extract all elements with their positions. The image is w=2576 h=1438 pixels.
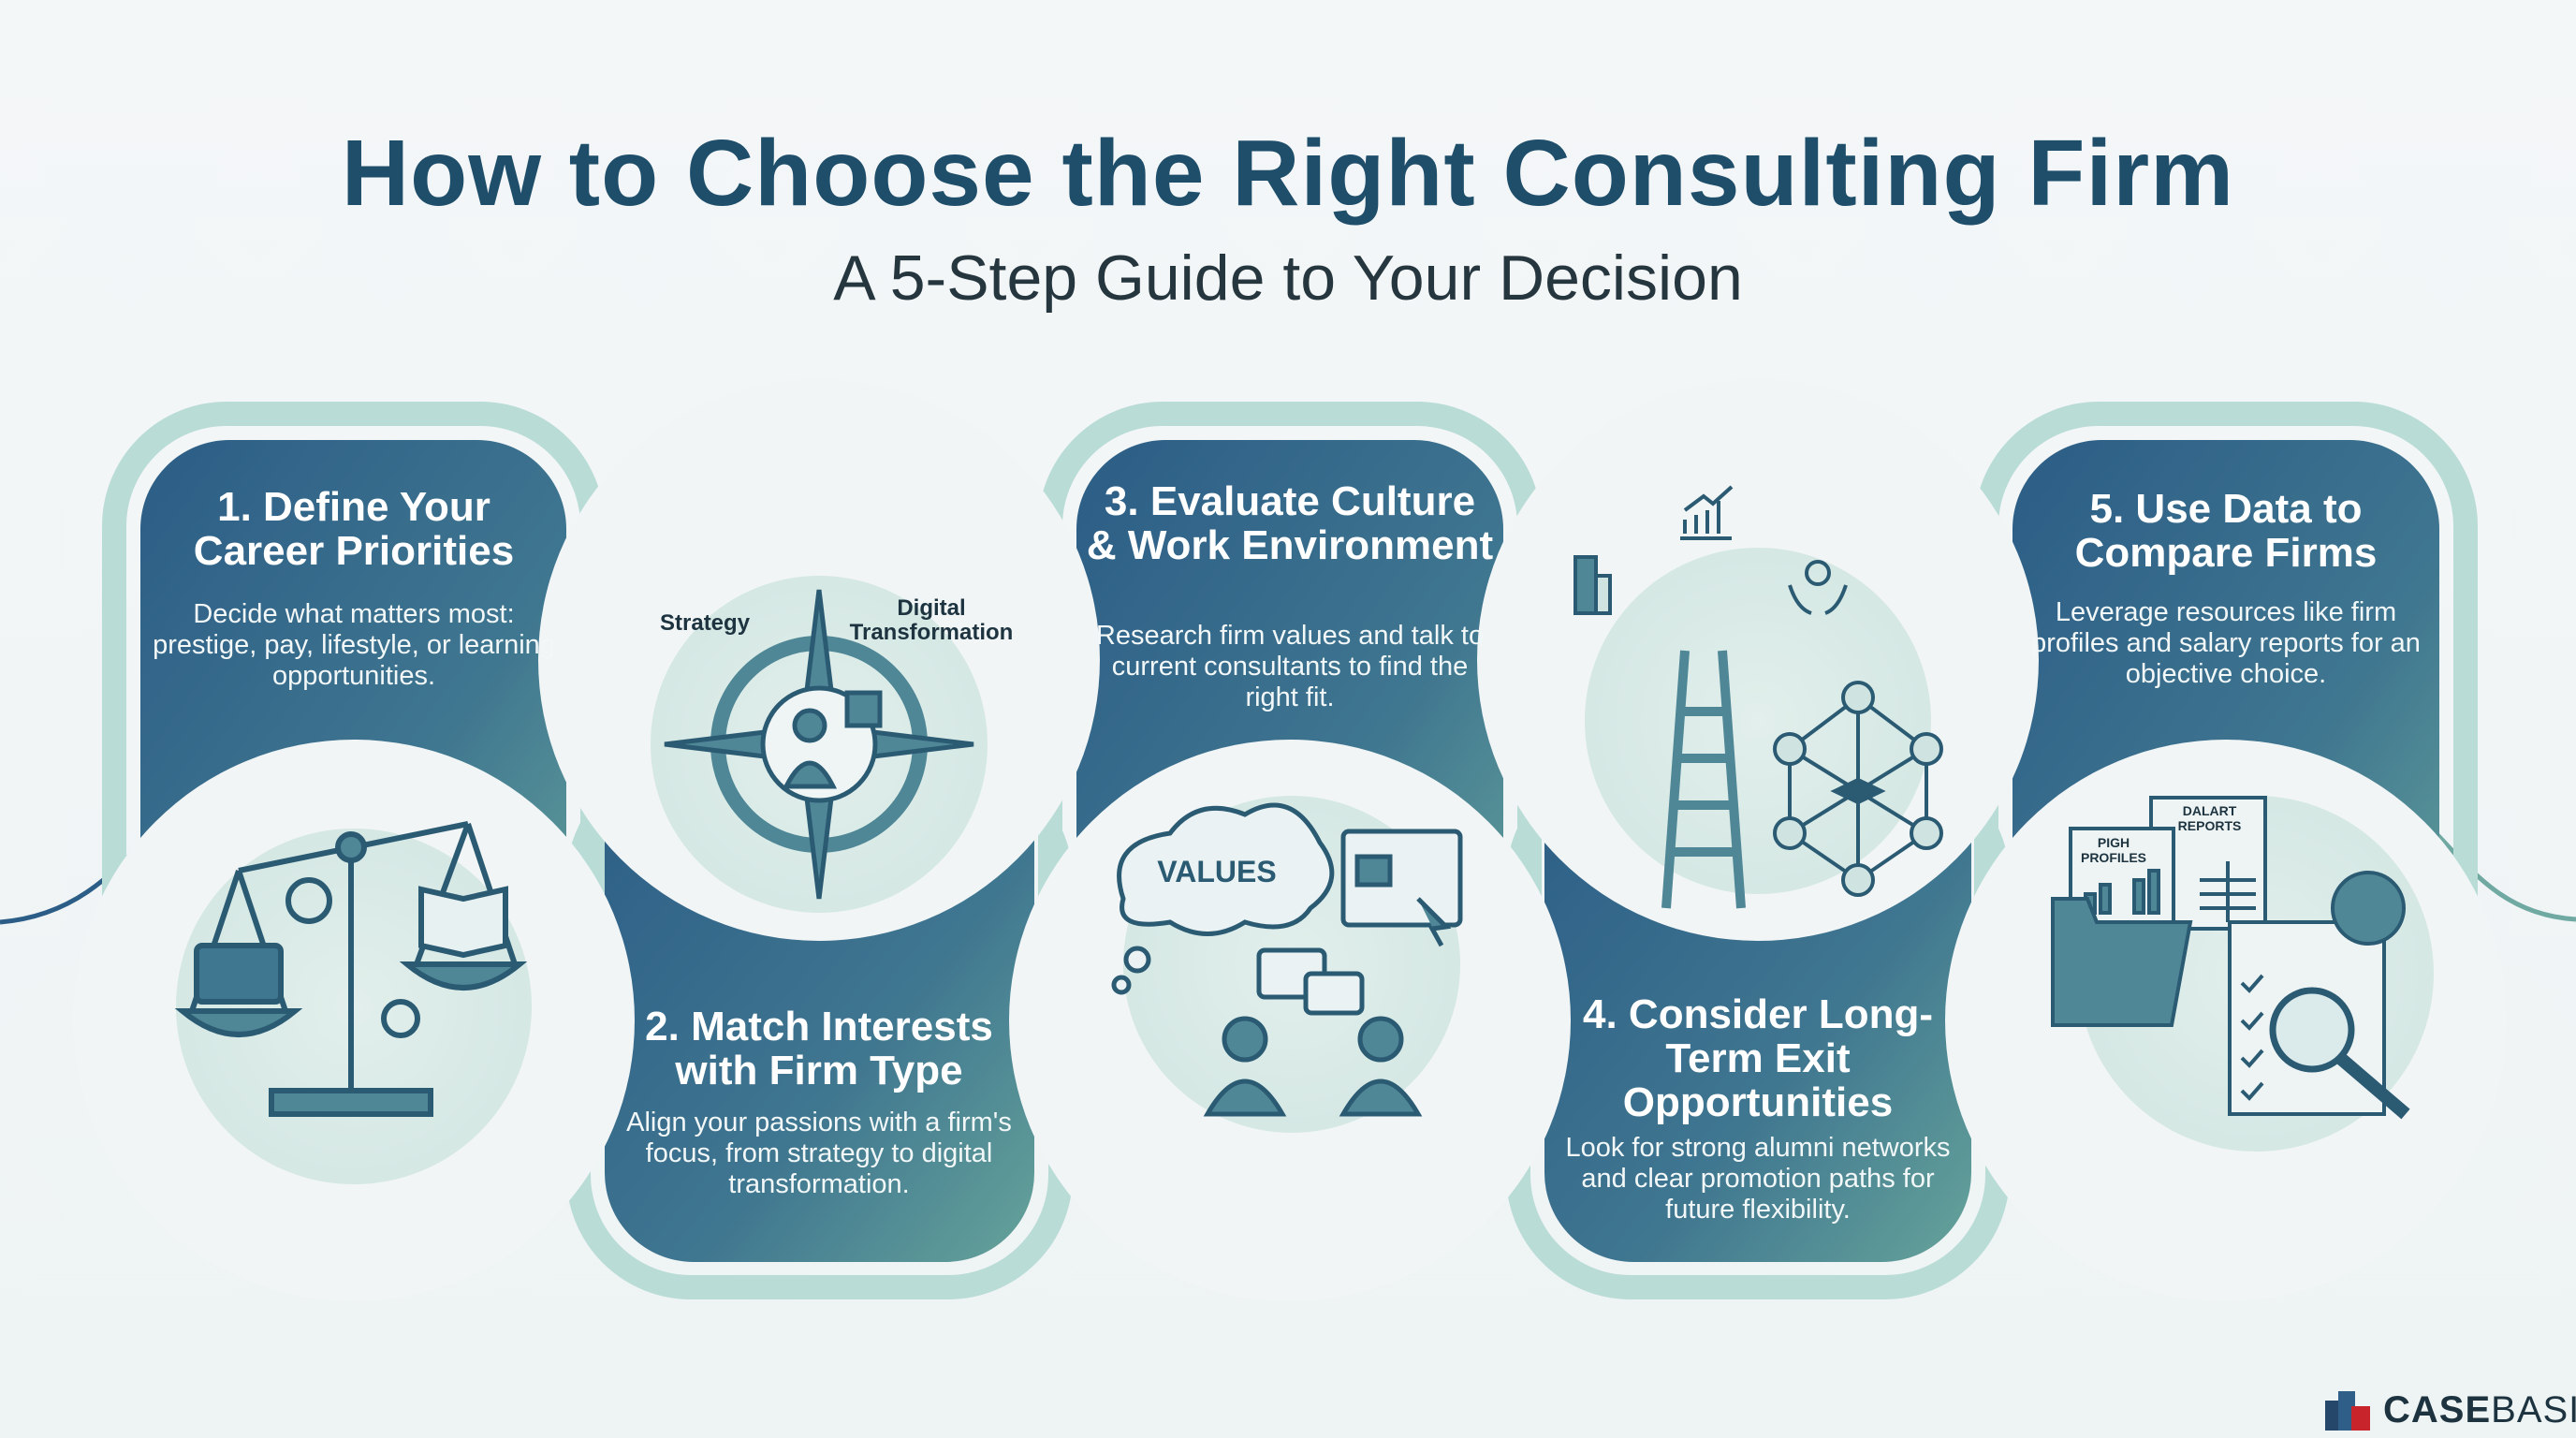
casebasix-logo: CASEBASIX	[2321, 1387, 2576, 1432]
step-3-body: Research firm values and talk to current…	[1095, 621, 1485, 712]
step-1-title: 1. Define Your Career Priorities	[193, 484, 515, 574]
step-1-body: Decide what matters most: prestige, pay,…	[153, 599, 555, 691]
consultants-icon	[1203, 1016, 1423, 1117]
thumbs-up-icon	[2331, 871, 2406, 946]
values-cloud-icon	[1111, 802, 1335, 995]
chat-bubbles-icon	[1256, 947, 1365, 1016]
browser-window-icon	[1340, 829, 1463, 947]
logo-cubes-icon	[2325, 1391, 2370, 1431]
alumni-network-icon	[1773, 681, 1943, 897]
ladder-icon	[1661, 650, 1746, 909]
step-4-title: 4. Consider Long-Term Exit Opportunities	[1583, 991, 1933, 1125]
values-label: VALUES	[1157, 855, 1277, 888]
magnifier-icon	[2269, 987, 2410, 1120]
logo-text-bold: CASE	[2383, 1388, 2492, 1431]
step-5-body: Leverage resources like firm profiles an…	[2031, 597, 2421, 689]
logo-text-light: BASIX	[2491, 1388, 2576, 1431]
folder-icon	[2051, 897, 2193, 1027]
growth-chart-icon	[1680, 485, 1734, 540]
step-2-title: 2. Match Interests with Firm Type	[645, 1004, 993, 1093]
page-title: How to Choose the Right Consulting Firm	[341, 121, 2235, 226]
step-2-body: Align your passions with a firm's focus,…	[626, 1108, 1012, 1199]
compass-icon	[664, 589, 974, 900]
step-5-title: 5. Use Data to Compare Firms	[2074, 486, 2378, 576]
compass-label-strategy: Strategy	[660, 610, 751, 636]
office-building-icon	[1573, 555, 1612, 615]
step-4-body: Look for strong alumni networks and clea…	[1565, 1133, 1951, 1225]
page-subtitle: A 5-Step Guide to Your Decision	[833, 242, 1743, 314]
compass-label-digital: Digital Transformation	[849, 595, 1014, 645]
balance-scale-icon	[174, 821, 528, 1117]
reports-label: DALART REPORTS	[2177, 803, 2242, 833]
profiles-label: PIGH PROFILES	[2080, 835, 2146, 865]
step-3-title: 3. Evaluate Culture & Work Environment	[1086, 478, 1494, 568]
gear-hands-icon	[1788, 560, 1848, 615]
